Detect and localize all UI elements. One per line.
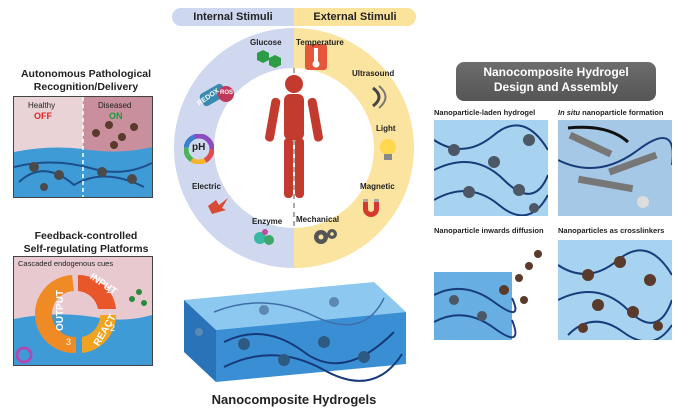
stimuli-ring	[174, 28, 414, 268]
in-situ-italic: In situ	[558, 108, 581, 117]
nanocomposite-hydrogel-block	[184, 282, 406, 382]
hydrogel-caption: Nanocomposite Hydrogels	[211, 392, 377, 407]
feedback-cycle-illustration	[14, 257, 152, 365]
enzyme-label: Enzyme	[252, 217, 283, 226]
inwards-diffusion-panel	[434, 240, 548, 340]
nanoparticle-laden-panel	[434, 120, 548, 216]
enzyme-icon	[254, 229, 274, 245]
banner-line2: Design and Assembly	[493, 80, 619, 94]
light-label: Light	[376, 124, 396, 133]
nanoparticle-laden-caption: Nanoparticle-laden hydrogel	[434, 108, 536, 117]
in-situ-rest: nanoparticle formation	[580, 108, 664, 117]
magnetic-label: Magnetic	[360, 182, 395, 191]
cascade-label: Cascaded endogenous cues	[18, 259, 114, 268]
external-stimuli-header	[294, 8, 416, 26]
healthy-diseased-panel: Healthy OFF Diseased ON	[13, 96, 153, 198]
recognition-title-line2: Recognition/Delivery	[33, 81, 139, 93]
glucose-label: Glucose	[250, 38, 282, 47]
diseased-label: Diseased	[98, 101, 132, 110]
recognition-title: Autonomous Pathological Recognition/Deli…	[6, 68, 166, 94]
external-stimuli-label: External Stimuli	[313, 11, 397, 23]
glucose-icon	[257, 50, 281, 68]
redox-icon	[199, 83, 234, 107]
internal-stimuli-header	[172, 8, 294, 26]
healthy-off-state: OFF	[34, 111, 52, 121]
feedback-title: Feedback-controlled Self-regulating Plat…	[6, 230, 166, 256]
lightbulb-icon	[380, 139, 396, 160]
ph-label: pH	[192, 142, 206, 153]
human-body-figure	[265, 75, 323, 198]
cycle-step-3: 3	[66, 337, 72, 347]
healthy-label: Healthy	[28, 101, 56, 110]
banner-line1: Nanocomposite Hydrogel	[483, 65, 629, 79]
feedback-cycle-panel: Cascaded endogenous cues INPUT REACT OUT…	[13, 256, 153, 366]
cycle-step-1: 1	[106, 285, 112, 295]
ultrasound-label: Ultrasound	[352, 69, 395, 78]
recognition-title-line1: Autonomous Pathological	[20, 68, 152, 80]
cycle-output-label: OUTPUT	[55, 289, 67, 332]
crosslinkers-panel	[558, 240, 672, 340]
inwards-diffusion-caption: Nanoparticle inwards diffusion	[434, 226, 544, 235]
cycle-step-2: 2	[110, 323, 116, 333]
diseased-on-state: ON	[109, 111, 123, 121]
temperature-label: Temperature	[296, 38, 344, 47]
in-situ-formation-panel	[558, 120, 672, 216]
ultrasound-icon	[372, 85, 387, 109]
temperature-icon	[305, 44, 327, 70]
ph-wheel-icon	[184, 134, 214, 164]
internal-stimuli-label: Internal Stimuli	[193, 11, 273, 23]
feedback-title-line2: Self-regulating Platforms	[23, 243, 149, 255]
electric-icon	[208, 198, 228, 214]
healthy-diseased-illustration	[14, 97, 152, 197]
design-assembly-banner: Nanocomposite Hydrogel Design and Assemb…	[456, 62, 656, 101]
mechanical-label: Mechanical	[296, 215, 340, 224]
feedback-title-line1: Feedback-controlled	[34, 230, 138, 242]
magnet-icon	[363, 199, 379, 217]
crosslinkers-caption: Nanoparticles as crosslinkers	[558, 226, 665, 235]
ros-label: ROS	[220, 90, 234, 96]
in-situ-caption: In situ nanoparticle formation	[558, 108, 663, 117]
gear-icon	[314, 229, 337, 244]
electric-label: Electric	[192, 182, 221, 191]
